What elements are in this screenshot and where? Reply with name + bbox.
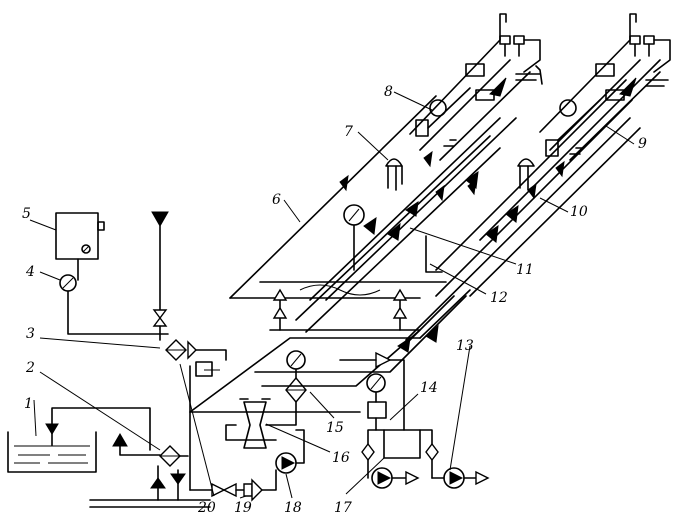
header-assembly-8 [409,13,543,168]
callout-4: 4 [25,264,35,280]
callout-16: 16 [332,450,350,466]
callout-13: 13 [456,338,474,354]
water-tank [7,407,161,473]
ejector-16 [225,398,297,449]
callout-2: 2 [25,360,35,376]
valve-node-3 [165,339,227,491]
callout-17: 17 [334,500,352,516]
flow-arrow-icon [170,473,186,485]
flow-arrow-icon [112,433,128,447]
gauge-15 [285,350,307,404]
manifold-gauge [343,204,365,271]
leader-lines [29,91,635,499]
callout-18: 18 [284,500,302,516]
pump-group [361,373,439,479]
callout-11: 11 [516,262,534,278]
callout-19: 19 [234,500,252,516]
callout-7: 7 [344,124,353,140]
callout-5: 5 [22,206,31,222]
callout-labels: 1 2 3 4 5 6 7 8 9 10 11 12 13 14 15 16 1… [22,84,647,516]
lower-manifold [189,289,471,431]
callout-3: 3 [26,326,35,342]
sprinkler-10 [517,158,535,191]
check-valve-19 [189,469,277,502]
callout-9: 9 [638,136,647,152]
callout-10: 10 [570,204,588,220]
header-assembly-10 [539,13,671,178]
callout-14: 14 [420,380,438,396]
callout-20: 20 [197,500,216,516]
callout-15: 15 [326,420,344,436]
sprinkler-7 [385,158,403,191]
pump-18 [275,429,305,474]
callout-8: 8 [384,84,393,100]
pump-controller [55,212,105,281]
air-inlet [151,211,169,341]
callout-1: 1 [24,396,33,412]
pump-13 [431,467,490,489]
inlet-arrow-icon [45,423,59,435]
cooler-node [89,445,211,508]
callout-12: 12 [490,290,508,306]
callout-6: 6 [272,192,281,208]
main-manifold-6 [229,95,517,333]
pump-17 [371,467,420,489]
pressure-gauge-4 [59,274,169,335]
flow-arrow-icon [150,477,166,489]
